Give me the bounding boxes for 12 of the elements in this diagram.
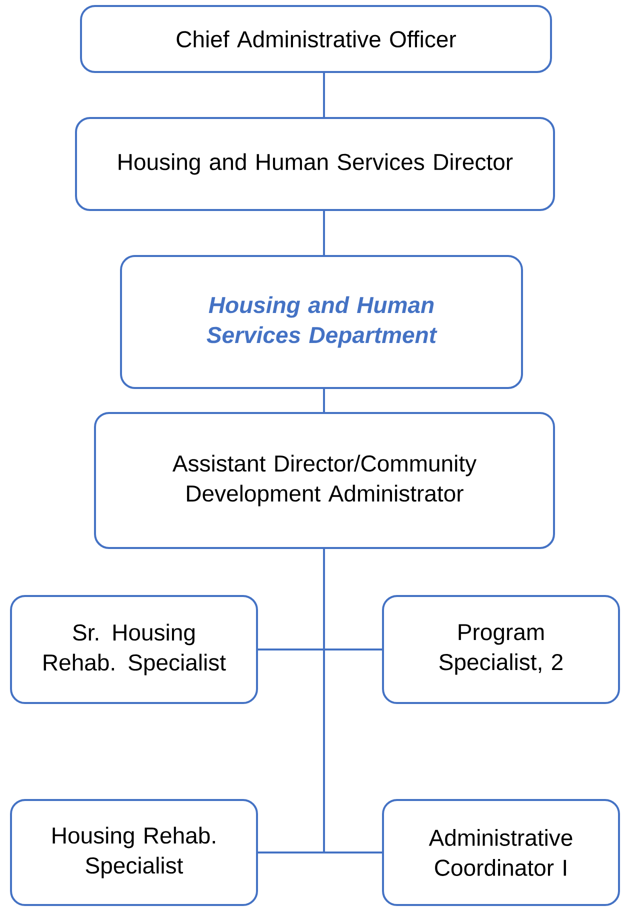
- position-box: Chief Administrative Officer: [80, 5, 552, 73]
- connector-line: [323, 389, 325, 412]
- department-box: Housing and Human Services Department: [120, 255, 523, 389]
- position-box: Assistant Director/Community Development Administrator: [94, 412, 555, 549]
- connector-line: [323, 549, 382, 854]
- connector-line: [323, 211, 325, 255]
- position-box: Sr. Housing Rehab. Specialist: [10, 595, 258, 704]
- position-box: Program Specialist, 2: [382, 595, 620, 704]
- position-box: Administrative Coordinator I: [382, 799, 620, 906]
- position-box: Housing and Human Services Director: [75, 117, 555, 211]
- position-box: Housing Rehab. Specialist: [10, 799, 258, 906]
- connector-line: [323, 73, 325, 117]
